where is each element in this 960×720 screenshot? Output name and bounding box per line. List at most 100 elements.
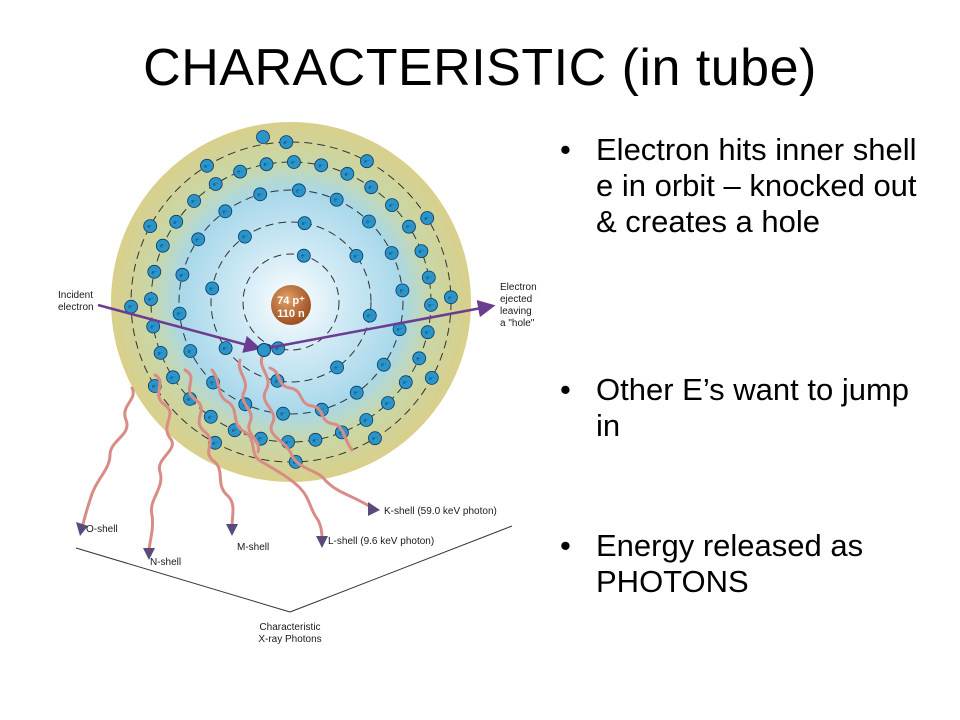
label-incident-1: Incident — [58, 290, 93, 301]
electron — [166, 370, 180, 385]
label-l-shell: L-shell (9.6 keV photon) — [328, 536, 434, 547]
electron-label: e⁻ — [345, 172, 351, 178]
electron — [187, 194, 202, 208]
electron — [420, 325, 435, 340]
photon-paths — [80, 353, 374, 552]
electron — [286, 155, 301, 169]
electron-label: e⁻ — [177, 312, 183, 318]
characteristic-bracket — [75, 525, 513, 613]
photon-n-shell — [147, 373, 174, 552]
electron — [175, 267, 190, 282]
electrons: e⁻ e⁻ e⁻ e⁻ e⁻ e⁻ e⁻ e⁻ e⁻ e⁻ e⁻ e⁻ e⁻ e⁻ e⁻ e⁻ e⁻ e⁻ e⁻ e⁻… — [124, 130, 458, 469]
electron — [183, 344, 198, 358]
nucleus-protons: 74 p⁺ — [277, 295, 305, 307]
electron — [349, 248, 364, 263]
electron-label: e⁻ — [212, 441, 218, 447]
electron — [279, 135, 294, 150]
electron-label: e⁻ — [242, 235, 248, 241]
electron-label: e⁻ — [180, 273, 186, 279]
electron — [424, 297, 438, 312]
electron-label: e⁻ — [188, 349, 194, 355]
bullet-dot-icon: • — [560, 528, 571, 563]
electron — [414, 244, 429, 259]
photon-extra-1 — [237, 358, 261, 454]
label-characteristic-1: Characteristic — [259, 622, 320, 633]
electron — [420, 211, 435, 225]
electron-label: e⁻ — [319, 408, 325, 414]
electron-label: e⁻ — [213, 182, 219, 188]
electron-label: e⁻ — [257, 192, 263, 198]
electron-label: e⁻ — [148, 297, 154, 303]
electron — [208, 177, 223, 191]
electron — [256, 130, 270, 144]
electron-label: e⁻ — [208, 415, 214, 421]
electron — [308, 432, 323, 447]
label-ejected-1: Electron — [500, 282, 537, 293]
bullet-text: Electron hits inner shell e in orbit – k… — [596, 132, 917, 239]
bullet-dot-icon: • — [560, 132, 571, 167]
electron — [172, 306, 187, 321]
photon-l-shell — [210, 368, 324, 542]
electron-label: e⁻ — [223, 209, 229, 215]
electron — [296, 248, 311, 263]
electron — [359, 413, 374, 427]
electron-label: e⁻ — [152, 384, 158, 390]
electron — [291, 183, 306, 198]
electron-label: e⁻ — [364, 418, 370, 424]
label-n-shell: N-shell — [150, 557, 181, 568]
electron-label: e⁻ — [334, 365, 340, 371]
electron — [218, 341, 233, 356]
electron-label: e⁻ — [150, 325, 156, 331]
electron-label: e⁻ — [425, 330, 431, 336]
electron — [364, 180, 379, 195]
electron-label: e⁻ — [428, 303, 434, 309]
photon-m-shell — [183, 368, 235, 530]
photon-arrowheads — [76, 502, 380, 560]
electron — [395, 283, 410, 298]
electron-label: e⁻ — [448, 295, 454, 301]
atom-diagram: e⁻ e⁻ e⁻ e⁻ e⁻ e⁻ e⁻ e⁻ e⁻ e⁻ e⁻ e⁻ e⁻ e⁻ e⁻ e⁻ e⁻ e⁻ e⁻ e⁻… — [58, 122, 537, 645]
electron — [297, 216, 312, 231]
electron-label: e⁻ — [237, 170, 243, 176]
electron-label: e⁻ — [284, 140, 290, 146]
photon-o-shell — [80, 386, 135, 530]
electron — [153, 345, 168, 360]
electron-label: e⁻ — [389, 203, 395, 209]
electron — [361, 214, 376, 229]
diagram-labels: Incident electron Electron ejected leavi… — [58, 282, 537, 645]
bullet-dot-icon: • — [560, 372, 571, 407]
label-k-shell: K-shell (59.0 keV photon) — [384, 506, 497, 517]
electron-label: e⁻ — [296, 188, 302, 194]
electron-label: e⁻ — [187, 397, 193, 403]
electron-label: e⁻ — [275, 346, 281, 352]
electron-label: e⁻ — [275, 379, 281, 385]
electron-label: e⁻ — [400, 288, 406, 294]
electron — [200, 158, 214, 173]
electron — [349, 385, 364, 400]
electron-label: e⁻ — [128, 305, 134, 311]
electron-label: e⁻ — [368, 185, 374, 191]
electron-label: e⁻ — [354, 391, 360, 397]
electron-label: e⁻ — [158, 351, 164, 357]
electron-label: e⁻ — [426, 276, 432, 282]
electron-label: e⁻ — [366, 220, 372, 226]
electron-label: e⁻ — [173, 220, 179, 226]
electron — [237, 229, 252, 244]
electron-label: e⁻ — [385, 401, 391, 407]
electron — [218, 204, 233, 219]
electron — [402, 219, 416, 234]
electron — [205, 281, 220, 296]
electron — [203, 409, 218, 424]
bullet-text: Other E’s want to jump in — [596, 372, 910, 443]
electron — [329, 192, 344, 207]
electron — [253, 187, 268, 202]
electron — [233, 164, 248, 179]
electron-label: e⁻ — [147, 224, 153, 230]
electron-label: e⁻ — [301, 254, 307, 260]
incident-electron-trajectory — [97, 303, 262, 353]
electron-label: e⁻ — [318, 163, 324, 169]
photon-k-shell — [259, 353, 374, 510]
electron-label: e⁻ — [302, 221, 308, 227]
electron — [259, 157, 274, 172]
electron-label: e⁻ — [334, 198, 340, 204]
